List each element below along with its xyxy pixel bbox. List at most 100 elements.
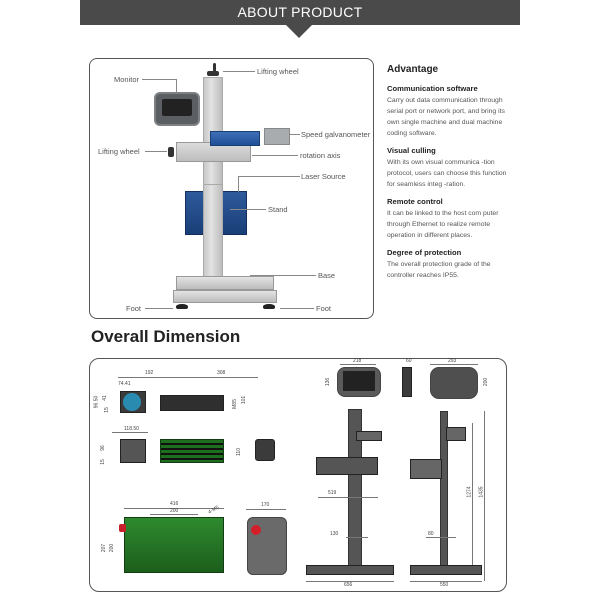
- advantage-item-body: Carry out data communication through ser…: [387, 97, 505, 137]
- galvo-head-alt-view: [255, 439, 275, 461]
- dim-monitor-w2: 60: [406, 358, 412, 364]
- callout-laser-source: Laser Source: [301, 172, 346, 181]
- stand-front-arm: [316, 457, 378, 475]
- leader-laser-source: [238, 176, 300, 177]
- stand-front-base: [306, 565, 394, 575]
- dim-galvo-w3: 74.41: [118, 381, 131, 387]
- lifting-wheel-top: [207, 71, 219, 76]
- leader-stand: [230, 209, 266, 210]
- dim-line: [340, 364, 376, 365]
- callout-stand: Stand: [268, 205, 288, 214]
- lifting-wheel-left: [168, 147, 174, 157]
- callout-lifting-wheel-top: Lifting wheel: [257, 67, 299, 76]
- stand-column-lower: [203, 184, 223, 284]
- callout-speed-galvanometer: Speed galvanometer: [301, 130, 371, 139]
- banner-title: ABOUT PRODUCT: [237, 4, 363, 20]
- leader-speed-galvanometer: [290, 134, 300, 135]
- monitor-screen: [162, 99, 192, 116]
- leader-foot-right: [280, 308, 314, 309]
- dim-line: [246, 509, 286, 510]
- dim-stand-side-h1: 1274: [466, 486, 473, 498]
- emergency-stop-knob: [251, 525, 261, 535]
- dim-galvo-h1: 96.50: [93, 395, 100, 409]
- monitor-side-view: [402, 367, 412, 397]
- dim-galvo-h5: M85: [231, 399, 238, 409]
- advantage-item: Visual culling With its own visual commu…: [387, 146, 512, 190]
- base-bottom: [173, 290, 277, 303]
- advantage-item-body: With its own visual communica -tion prot…: [387, 159, 507, 188]
- dim-vline: [472, 423, 473, 573]
- dim-vline: [484, 411, 485, 581]
- advantage-item: Communication software Carry out data co…: [387, 84, 512, 139]
- dim-line: [186, 377, 258, 378]
- advantage-panel: Advantage Communication software Carry o…: [387, 64, 512, 288]
- dim-galvo-side-w1: 118.50: [124, 426, 139, 432]
- laser-source-side: [247, 517, 287, 575]
- callout-foot-left: Foot: [126, 304, 142, 313]
- dim-stand-side-w1: 80: [428, 531, 434, 537]
- dim-line: [118, 377, 186, 378]
- galvo-side-head: [120, 439, 146, 463]
- dim-laser-h1: 207: [101, 543, 108, 553]
- dim-line: [306, 581, 394, 582]
- speed-galvanometer-body: [210, 131, 260, 146]
- advantage-item-title: Visual culling: [387, 146, 436, 155]
- leader-monitor-v: [176, 79, 177, 93]
- advantage-item: Degree of protection The overall protect…: [387, 248, 512, 281]
- dimension-frame: 192 308 74.41 96.50 41 15 101 M85 118.50…: [89, 358, 507, 592]
- dimension-section-title: Overall Dimension: [91, 327, 241, 346]
- advantage-item-body: It can be linked to the host com puter t…: [387, 210, 499, 239]
- foot-left: [176, 304, 188, 309]
- dim-galvo-side-h3: 110: [235, 448, 242, 456]
- callout-base: Base: [318, 271, 336, 280]
- laser-source-front: [124, 517, 224, 573]
- section-banner: ABOUT PRODUCT: [80, 0, 520, 25]
- banner-arrow: [286, 25, 312, 38]
- dim-stand-w3: 656: [344, 582, 353, 588]
- dim-stand-side-h2: 1435: [478, 486, 485, 498]
- dim-galvo-h2: 41: [101, 395, 108, 401]
- advantage-title: Advantage: [387, 64, 439, 75]
- advantage-item-title: Communication software: [387, 84, 478, 93]
- callout-lifting-wheel-left: Lifting wheel: [98, 147, 140, 156]
- dim-galvo-h3: 15: [103, 407, 110, 413]
- dim-line: [112, 432, 148, 433]
- dim-line: [410, 581, 482, 582]
- dim-monitor-h2: 200: [483, 377, 490, 387]
- dim-laser-side-w1: 170: [261, 502, 270, 508]
- dim-galvo-h4: 101: [241, 395, 248, 405]
- stand-front-mount: [356, 431, 382, 441]
- dim-galvo-side-h2: 15: [99, 459, 106, 465]
- leader-rotation-axis: [252, 155, 298, 156]
- dim-monitor-w3: 293: [448, 358, 457, 364]
- base-top: [176, 276, 274, 290]
- leader-monitor: [142, 79, 176, 80]
- monitor: [154, 92, 200, 126]
- leader-base: [250, 275, 316, 276]
- leader-lifting-wheel-left: [145, 151, 167, 152]
- leader-foot-left: [145, 308, 173, 309]
- dim-laser-w1: 416: [170, 501, 179, 507]
- leader-laser-source-v: [238, 176, 239, 192]
- dim-laser-w2: 200: [170, 508, 179, 514]
- dim-laser-h2: 200: [109, 543, 116, 553]
- advantage-item-title: Degree of protection: [387, 248, 462, 257]
- product-diagram-frame: Monitor Lifting wheel Speed galvanometer…: [89, 58, 374, 319]
- foot-right: [263, 304, 275, 309]
- dim-line: [426, 537, 456, 538]
- leader-lifting-wheel-top: [223, 71, 255, 72]
- dim-stand-side-w2: 550: [440, 582, 449, 588]
- emergency-stop-button: [119, 524, 126, 532]
- dim-monitor-w1: 218: [353, 358, 362, 364]
- callout-foot-right: Foot: [316, 304, 332, 313]
- monitor-back-view: [430, 367, 478, 399]
- lifting-wheel-top-handle: [213, 63, 216, 72]
- callout-rotation-axis: rotation axis: [300, 151, 341, 160]
- stand-side-base: [410, 565, 482, 575]
- advantage-item-body: The overall protection grade of the cont…: [387, 261, 491, 279]
- dim-galvo-side-h1: 96: [99, 445, 106, 451]
- dim-stand-w2: 130: [330, 531, 339, 537]
- dim-line: [318, 497, 378, 498]
- dim-line: [346, 537, 368, 538]
- dim-laser-w3: 4-M5: [207, 504, 221, 516]
